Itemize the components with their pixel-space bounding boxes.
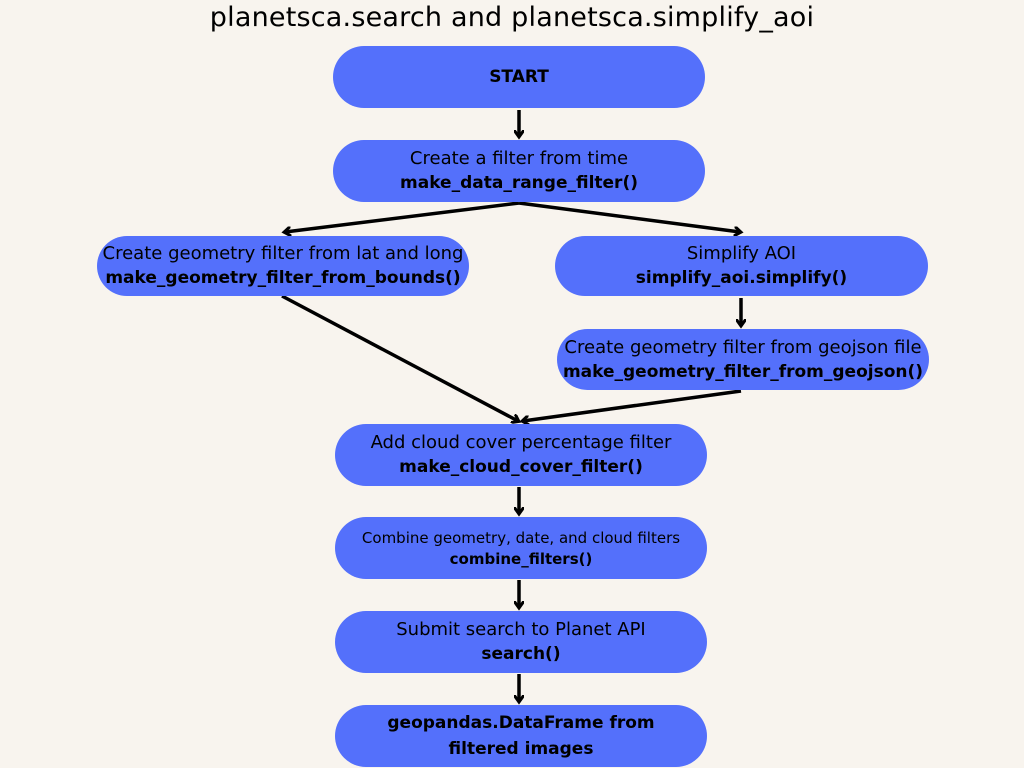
date-filter-label: Create a filter from time xyxy=(409,148,629,169)
geom-bounds-func: make_geometry_filter_from_bounds() xyxy=(105,268,461,288)
combine-filters-label: Combine geometry, date, and cloud filter… xyxy=(361,528,681,547)
arrow-date-to-geom-bounds xyxy=(285,201,520,232)
start-node: START xyxy=(333,46,705,108)
date-filter-func: make_data_range_filter() xyxy=(400,173,638,193)
geom-bounds-label: Create geometry filter from lat and long xyxy=(102,243,464,264)
cloud-filter-label: Add cloud cover percentage filter xyxy=(370,432,672,453)
geom-geojson-label: Create geometry filter from geojson file xyxy=(564,336,922,358)
geom-bounds-node: Create geometry filter from lat and long… xyxy=(97,236,469,296)
combine-filters-node: Combine geometry, date, and cloud filter… xyxy=(335,517,707,579)
arrow-geojson-to-cloud xyxy=(523,389,742,421)
result-label: geopandas.DataFrame from filtered images xyxy=(387,713,655,759)
start-label: START xyxy=(489,67,549,87)
search-node: Submit search to Planet API search() xyxy=(335,611,707,673)
search-func: search() xyxy=(481,644,561,664)
date-filter-node: Create a filter from time make_data_rang… xyxy=(333,140,705,202)
geom-geojson-func: make_geometry_filter_from_geojson() xyxy=(562,361,924,382)
combine-filters-func: combine_filters() xyxy=(449,549,593,568)
cloud-filter-func: make_cloud_cover_filter() xyxy=(399,457,643,477)
result-node: geopandas.DataFrame from filtered images xyxy=(335,705,707,767)
diagram-title: planetsca.search and planetsca.simplify_… xyxy=(209,2,815,33)
simplify-label: Simplify AOI xyxy=(686,243,797,264)
search-label: Submit search to Planet API xyxy=(396,619,646,640)
geom-geojson-node: Create geometry filter from geojson file… xyxy=(557,329,929,390)
arrow-date-to-simplify xyxy=(518,201,740,232)
simplify-func: simplify_aoi.simplify() xyxy=(635,268,848,288)
cloud-filter-node: Add cloud cover percentage filter make_c… xyxy=(335,424,707,486)
arrow-geom-bounds-to-cloud xyxy=(281,294,518,421)
simplify-node: Simplify AOI simplify_aoi.simplify() xyxy=(555,236,928,296)
